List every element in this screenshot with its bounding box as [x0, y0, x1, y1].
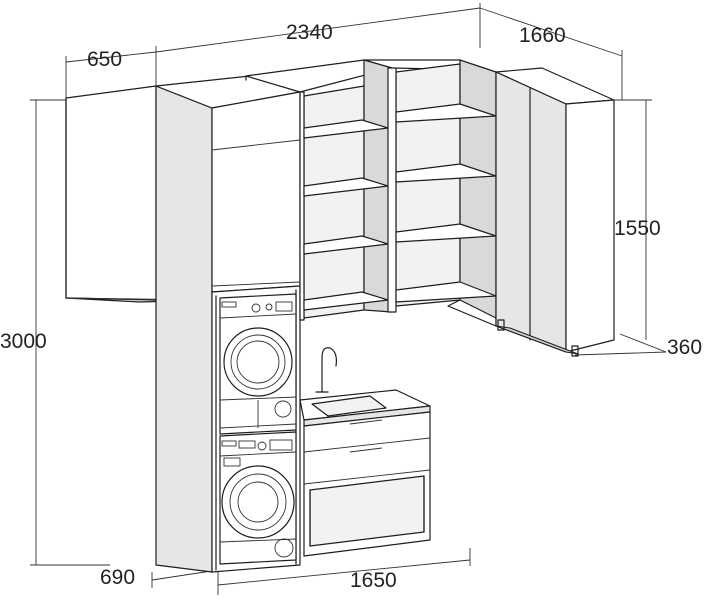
dryer [219, 293, 297, 435]
wall-cabinet-left [65, 85, 207, 303]
dim-label-overall-width: 2340 [286, 21, 333, 44]
open-shelving [245, 59, 497, 327]
sink-cabinet [299, 347, 431, 557]
dim-label-right-unit-depth: 360 [667, 336, 702, 359]
dim-label-bottom-depth: 690 [100, 566, 135, 589]
dim-label-bottom-width: 1650 [350, 569, 397, 592]
dimension-labels: 2340 1660 650 3000 1550 360 690 1650 [0, 21, 702, 592]
washing-machine [219, 431, 297, 565]
dimension-lines [30, 3, 667, 595]
dim-label-right-unit-height: 1550 [614, 217, 661, 240]
dim-label-top-left-width: 650 [87, 48, 122, 71]
dim-label-total-height: 3000 [0, 330, 47, 353]
dim-label-right-depth: 1660 [519, 24, 566, 47]
right-tall-cabinet [495, 67, 615, 357]
